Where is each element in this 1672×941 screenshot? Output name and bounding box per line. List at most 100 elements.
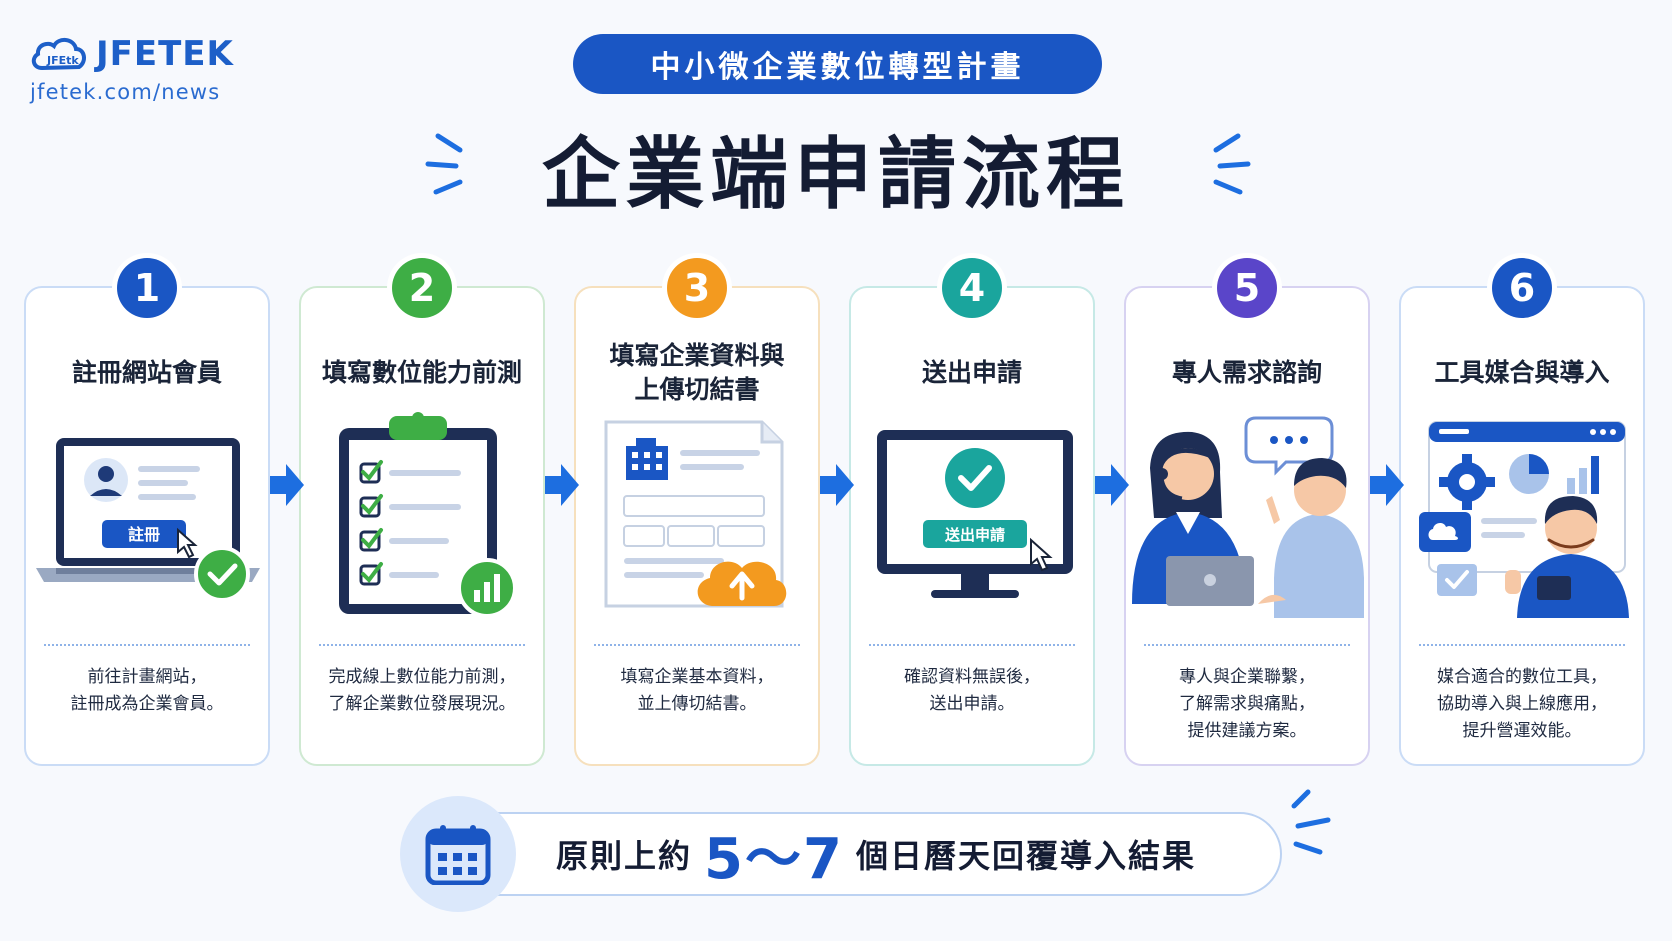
response-time-text: 原則上約 5～7 個日曆天回覆導入結果 [556, 812, 1196, 896]
step-card-5: 5 專人需求諮詢 專人與企業聯繫， 了解需求與痛點， 提供建議方 [1124, 258, 1370, 766]
response-prefix: 原則上約 [556, 837, 693, 875]
client-man-figure [1258, 458, 1364, 618]
checkbox-list-icon [359, 460, 461, 586]
desc-line: 協助導入與上線應用， [1437, 694, 1607, 714]
step-title: 填寫數位能力前測 [307, 338, 537, 408]
register-screen-button [102, 520, 186, 548]
step-title-line: 上傳切結書 [634, 375, 760, 404]
response-days: 5～7 [704, 826, 844, 892]
desc-line: 完成線上數位能力前測， [328, 667, 516, 687]
register-screen-button-label: 註冊 [128, 525, 160, 544]
building-icon [626, 438, 668, 480]
cursor-icon [177, 527, 198, 559]
desc-line: 並上傳切結書。 [637, 694, 757, 714]
page-title: 企業端申請流程 [541, 130, 1130, 220]
brand-name: JFETEK [96, 34, 234, 74]
left-burst-decoration [425, 133, 463, 195]
step-arrow-icon [1370, 464, 1404, 506]
step-card-2: 2 填寫數位能力前測 完成線上數位能力前測， 了解企業數位發展現況。 [299, 258, 545, 766]
brand-url[interactable]: jfetek.com/news [30, 80, 221, 104]
tools-dashboard-illustration [1419, 421, 1629, 618]
card-divider [594, 644, 800, 646]
check-circle-icon [945, 448, 1005, 508]
program-banner: 中小微企業數位轉型計畫 [573, 34, 1102, 94]
step-number-badge: 1 [117, 258, 177, 318]
response-time-banner [420, 812, 1282, 896]
step-title: 註冊網站會員 [32, 338, 262, 408]
step-title-line: 填寫數位能力前測 [321, 358, 522, 388]
desc-line: 了解需求與痛點， [1179, 694, 1315, 714]
step-number-badge: 4 [942, 258, 1002, 318]
gear-icon [1439, 454, 1495, 510]
step-number-badge: 6 [1492, 258, 1552, 318]
calendar-icon [425, 825, 491, 885]
document-upload-illustration [604, 420, 787, 608]
step-title: 專人需求諮詢 [1132, 338, 1362, 408]
step-title-line: 填寫企業資料與 [609, 341, 785, 371]
logo-mark-text: JFEtk [46, 54, 79, 67]
step-description: 完成線上數位能力前測， 了解企業數位發展現況。 [309, 664, 535, 718]
step-arrow-icon [545, 464, 579, 506]
cloud-logo-icon: JFEtk [31, 38, 86, 71]
step-description: 填寫企業基本資料， 並上傳切結書。 [584, 664, 810, 718]
card-divider [319, 644, 525, 646]
check-circle-icon [194, 546, 250, 602]
tablet-icon [1537, 576, 1571, 600]
submit-screen-button-label: 送出申請 [944, 526, 1005, 544]
clipboard-clip-icon [389, 416, 447, 440]
step-card-1: 1 註冊網站會員 註冊 前往計畫網站， 註冊成為企業會員。 [24, 258, 270, 766]
step-description: 專人與企業聯繫， 了解需求與痛點， 提供建議方案。 [1134, 664, 1360, 745]
monitor-submit-illustration: 送出申請 [877, 430, 1073, 598]
step-title-line: 工具媒合與導入 [1434, 358, 1610, 388]
step-title-line: 專人需求諮詢 [1171, 358, 1322, 388]
card-divider [869, 644, 1075, 646]
desc-line: 提升營運效能。 [1462, 721, 1582, 741]
step-card-4: 4 送出申請 送出申請 確認資料無誤後， 送出申請。 [849, 258, 1095, 766]
desc-line: 媒合適合的數位工具， [1437, 667, 1607, 687]
pie-chart-icon [1509, 454, 1549, 494]
step-title: 送出申請 [857, 338, 1087, 408]
step-number-badge: 3 [667, 258, 727, 318]
checklist-clipboard-illustration [339, 412, 517, 618]
laptop-register-illustration: 註冊 [36, 438, 260, 602]
step-arrow-icon [1095, 464, 1129, 506]
step-card-6: 6 工具媒合與導入 [1399, 258, 1645, 766]
step-arrow-icon [820, 464, 854, 506]
consultation-illustration [1132, 416, 1364, 618]
step-description: 前往計畫網站， 註冊成為企業會員。 [34, 664, 260, 718]
desc-line: 確認資料無誤後， [904, 667, 1040, 687]
step-description: 確認資料無誤後， 送出申請。 [859, 664, 1085, 718]
desc-line: 提供建議方案。 [1187, 721, 1307, 741]
checkbox-icon [1437, 564, 1477, 596]
card-divider [1419, 644, 1625, 646]
desc-line: 註冊成為企業會員。 [70, 694, 224, 714]
step-number-badge: 2 [392, 258, 452, 318]
desc-line: 了解企業數位發展現況。 [328, 694, 516, 714]
card-divider [1144, 644, 1350, 646]
step-title: 填寫企業資料與 上傳切結書 [582, 338, 812, 408]
step-arrow-icon [270, 464, 304, 506]
step-description: 媒合適合的數位工具， 協助導入與上線應用， 提升營運效能。 [1409, 664, 1635, 745]
happy-user-figure [1505, 496, 1629, 618]
step-title: 工具媒合與導入 [1407, 338, 1637, 408]
right-burst-decoration [1213, 133, 1251, 195]
response-suffix: 個日曆天回覆導入結果 [855, 837, 1196, 875]
brand-logo: JFEtk JFETEK jfetek.com/news [30, 34, 234, 104]
step-title-line: 註冊網站會員 [71, 358, 222, 388]
calendar-badge [400, 796, 516, 912]
bar-chart-icon [1567, 456, 1599, 494]
step-card-3: 3 填寫企業資料與 上傳切結書 [574, 258, 820, 766]
step-title-line: 送出申請 [921, 358, 1022, 388]
speech-bubble-icon [1244, 416, 1334, 476]
desc-line: 專人與企業聯繫， [1179, 667, 1315, 687]
cursor-icon [1030, 537, 1053, 572]
footer-burst-decoration [1291, 789, 1331, 855]
thumbs-up-icon [1505, 570, 1521, 594]
desc-line: 前往計畫網站， [87, 667, 207, 687]
cloud-upload-icon [697, 561, 787, 606]
submit-screen-button [923, 520, 1027, 548]
desc-line: 送出申請。 [929, 694, 1015, 714]
desc-line: 填寫企業基本資料， [620, 667, 774, 687]
card-divider [44, 644, 250, 646]
step-number-badge: 5 [1217, 258, 1277, 318]
